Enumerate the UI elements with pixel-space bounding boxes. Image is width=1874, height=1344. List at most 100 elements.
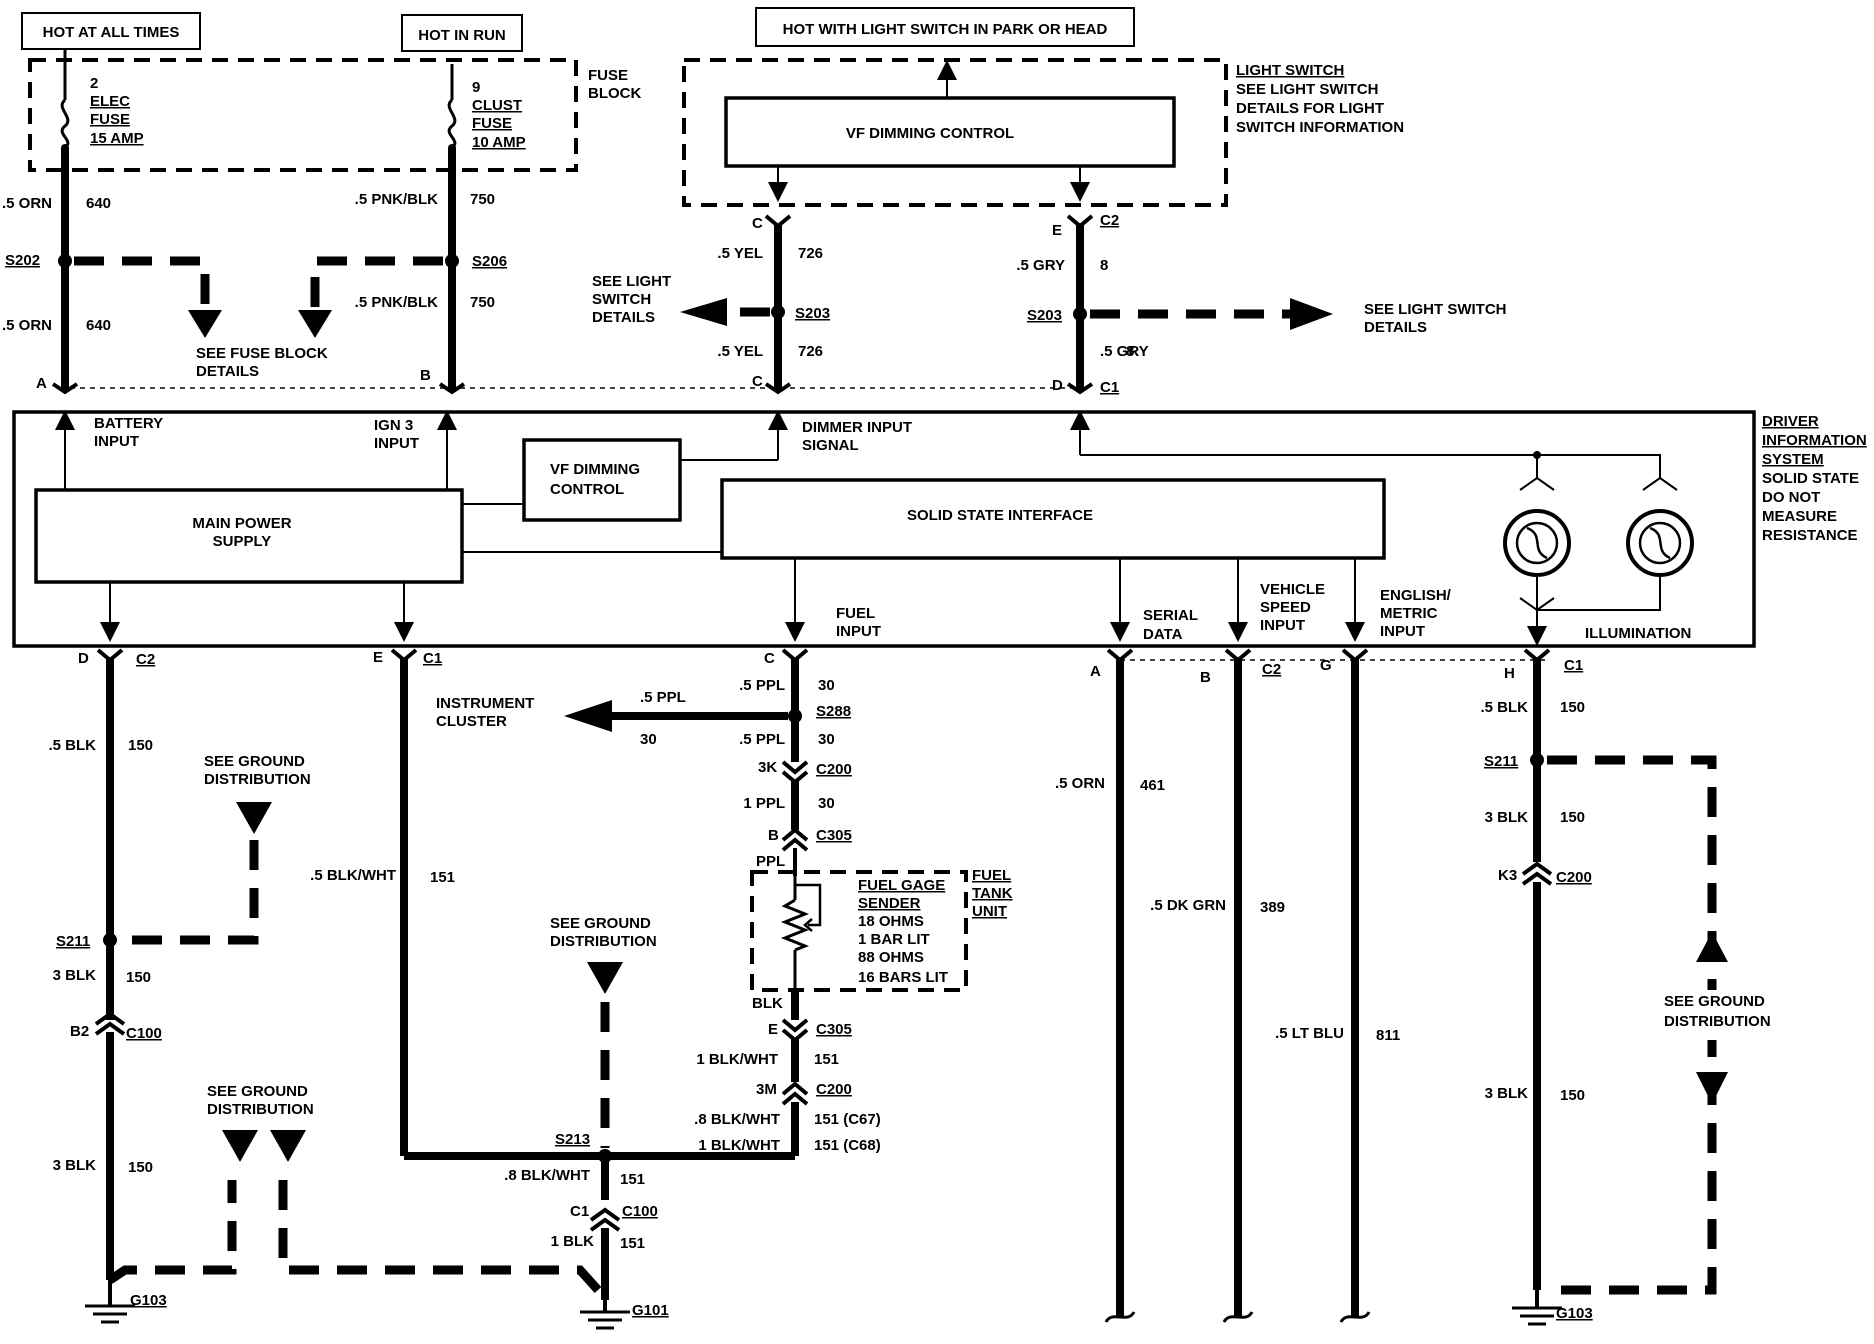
- svg-text:150: 150: [128, 737, 153, 754]
- ground-g103-right: G103: [1512, 1290, 1593, 1326]
- svg-text:SEE GROUND: SEE GROUND: [207, 1083, 308, 1100]
- svg-text:S202: S202: [5, 252, 40, 269]
- svg-text:DIMMER INPUT: DIMMER INPUT: [802, 419, 912, 436]
- svg-text:.8 BLK/WHT: .8 BLK/WHT: [694, 1111, 780, 1128]
- svg-text:1 BAR LIT: 1 BAR LIT: [858, 931, 930, 948]
- svg-text:S206: S206: [472, 253, 507, 270]
- svg-text:C: C: [764, 650, 775, 667]
- svg-text:DETAILS FOR LIGHT: DETAILS FOR LIGHT: [1236, 100, 1384, 117]
- svg-text:640: 640: [86, 195, 111, 212]
- svg-text:G103: G103: [130, 1292, 167, 1309]
- svg-text:TANK: TANK: [972, 885, 1013, 902]
- elec-fuse: 2 ELEC FUSE 15 AMP: [60, 49, 144, 152]
- svg-text:DETAILS: DETAILS: [592, 309, 655, 326]
- see-light-switch-left: SEE LIGHT SWITCH DETAILS: [592, 273, 671, 326]
- svg-text:389: 389: [1260, 899, 1285, 916]
- dis-side-label: DRIVER INFORMATION SYSTEM SOLID STATE DO…: [1762, 413, 1867, 544]
- svg-text:811: 811: [1376, 1027, 1400, 1044]
- svg-text:INPUT: INPUT: [1380, 623, 1425, 640]
- svg-text:18 OHMS: 18 OHMS: [858, 913, 924, 930]
- svg-text:SENDER: SENDER: [858, 895, 921, 912]
- svg-text:150: 150: [1560, 809, 1585, 826]
- svg-text:METRIC: METRIC: [1380, 605, 1438, 622]
- svg-text:S213: S213: [555, 1131, 590, 1148]
- svg-text:IGN 3: IGN 3: [374, 417, 413, 434]
- svg-text:C200: C200: [816, 1081, 852, 1098]
- svg-text:C1: C1: [1100, 379, 1119, 396]
- see-light-switch-right: SEE LIGHT SWITCH DETAILS: [1364, 301, 1507, 336]
- svg-text:CLUSTER: CLUSTER: [436, 713, 507, 730]
- svg-text:C2: C2: [1262, 661, 1281, 678]
- svg-text:.5 GRY: .5 GRY: [1016, 257, 1065, 274]
- svg-text:150: 150: [1560, 1087, 1585, 1104]
- svg-text:B: B: [768, 827, 779, 844]
- svg-text:151 (C68): 151 (C68): [814, 1137, 881, 1154]
- svg-text:HOT IN RUN: HOT IN RUN: [418, 27, 506, 44]
- svg-text:30: 30: [818, 795, 835, 812]
- svg-text:SEE GROUND: SEE GROUND: [204, 753, 305, 770]
- svg-text:A: A: [1090, 663, 1101, 680]
- fuse-block-label: FUSE: [588, 67, 628, 84]
- svg-text:S211: S211: [56, 933, 90, 950]
- svg-text:3 BLK: 3 BLK: [53, 967, 97, 984]
- svg-text:.5 GRY: .5 GRY: [1100, 343, 1149, 360]
- svg-text:E: E: [768, 1021, 778, 1038]
- fuse-block-outline: [28, 58, 578, 172]
- svg-text:C: C: [752, 215, 763, 232]
- svg-text:C: C: [752, 373, 763, 390]
- svg-text:HOT AT ALL TIMES: HOT AT ALL TIMES: [43, 24, 180, 41]
- svg-text:DISTRIBUTION: DISTRIBUTION: [207, 1101, 314, 1118]
- svg-text:3 BLK: 3 BLK: [1485, 809, 1529, 826]
- svg-text:.5 PPL: .5 PPL: [640, 689, 686, 706]
- svg-text:SEE GROUND: SEE GROUND: [1664, 993, 1765, 1010]
- splice-s203-left: [771, 305, 785, 319]
- svg-text:.5 LT BLU: .5 LT BLU: [1275, 1025, 1344, 1042]
- svg-text:8: 8: [1126, 343, 1134, 360]
- svg-text:RESISTANCE: RESISTANCE: [1762, 527, 1858, 544]
- svg-text:DO NOT: DO NOT: [1762, 489, 1820, 506]
- svg-text:E: E: [373, 649, 383, 666]
- svg-text:.5 BLK: .5 BLK: [48, 737, 96, 754]
- svg-text:.5 YEL: .5 YEL: [717, 343, 763, 360]
- ground-g101: G101: [580, 1300, 669, 1330]
- svg-text:C2: C2: [1100, 212, 1119, 229]
- svg-text:D: D: [78, 650, 89, 667]
- svg-text:1 BLK/WHT: 1 BLK/WHT: [696, 1051, 778, 1068]
- svg-text:.5 DK GRN: .5 DK GRN: [1150, 897, 1226, 914]
- svg-text:9: 9: [472, 79, 480, 96]
- fuel-gage-sender: [780, 876, 822, 990]
- svg-text:726: 726: [798, 343, 823, 360]
- svg-text:.5 PPL: .5 PPL: [739, 677, 785, 694]
- svg-text:151: 151: [814, 1051, 839, 1068]
- svg-text:16 BARS LIT: 16 BARS LIT: [858, 969, 948, 986]
- dis-vf-dimming-box: [522, 438, 682, 522]
- svg-text:30: 30: [818, 731, 835, 748]
- svg-text:DETAILS: DETAILS: [196, 363, 259, 380]
- driver-information-system-frame: [12, 410, 1756, 648]
- svg-text:SEE GROUND: SEE GROUND: [550, 915, 651, 932]
- solid-state-interface-box: [720, 478, 1386, 560]
- svg-text:.8 BLK/WHT: .8 BLK/WHT: [504, 1167, 590, 1184]
- clust-fuse: 9 CLUST FUSE 10 AMP: [447, 64, 526, 152]
- svg-text:SWITCH: SWITCH: [592, 291, 651, 308]
- illumination-bulb-2: [1626, 476, 1694, 577]
- svg-text:3M: 3M: [756, 1081, 777, 1098]
- svg-text:151: 151: [430, 869, 455, 886]
- svg-text:1 BLK: 1 BLK: [551, 1233, 595, 1250]
- svg-text:S288: S288: [816, 703, 851, 720]
- svg-text:G101: G101: [632, 1302, 669, 1319]
- header-hot-all-times: HOT AT ALL TIMES: [21, 12, 201, 50]
- splice-s203-right: [1073, 307, 1087, 321]
- svg-text:VF DIMMING CONTROL: VF DIMMING CONTROL: [846, 125, 1014, 142]
- svg-text:.5 PNK/BLK: .5 PNK/BLK: [355, 294, 439, 311]
- svg-text:S203: S203: [795, 305, 830, 322]
- svg-text:SEE LIGHT SWITCH: SEE LIGHT SWITCH: [1236, 81, 1379, 98]
- fuel-gage-sender-label: FUEL GAGE SENDER 18 OHMS 1 BAR LIT 88 OH…: [858, 877, 948, 986]
- svg-text:DRIVER: DRIVER: [1762, 413, 1819, 430]
- svg-text:HOT WITH LIGHT SWITCH IN PARK: HOT WITH LIGHT SWITCH IN PARK OR HEAD: [783, 21, 1108, 38]
- svg-text:C200: C200: [816, 761, 852, 778]
- main-power-supply-box: [34, 488, 464, 584]
- svg-text:ELEC: ELEC: [90, 93, 130, 110]
- svg-text:.5 BLK: .5 BLK: [1480, 699, 1528, 716]
- svg-text:SWITCH INFORMATION: SWITCH INFORMATION: [1236, 119, 1404, 136]
